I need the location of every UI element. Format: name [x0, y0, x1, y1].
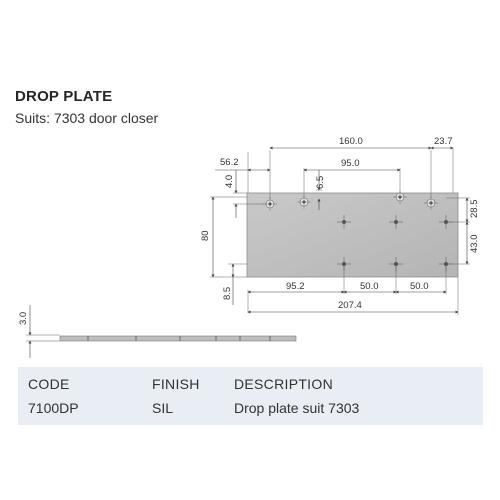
dim-overall-length: 207.4	[338, 300, 362, 311]
dim-bottom-left: 95.2	[286, 281, 305, 292]
cell-description: Drop plate suit 7303	[234, 400, 360, 416]
hole	[337, 215, 351, 229]
hole	[337, 257, 351, 271]
dim-bottom-right: 50.0	[410, 281, 429, 292]
hole	[389, 215, 403, 229]
dim-thickness: 3.0	[18, 312, 29, 325]
header-code: CODE	[28, 376, 70, 392]
cell-code: 7100DP	[28, 400, 79, 416]
hole	[439, 215, 453, 229]
hole	[389, 257, 403, 271]
product-subtitle: Suits: 7303 door closer	[15, 110, 159, 126]
side-view	[59, 335, 297, 342]
dimension-lines	[28, 146, 469, 358]
dim-top-right: 23.7	[434, 136, 453, 147]
header-description: DESCRIPTION	[234, 376, 333, 392]
hole	[263, 197, 277, 211]
dim-right-bottom: 43.0	[469, 235, 480, 254]
hole	[439, 257, 453, 271]
dim-left-top: 4.0	[224, 175, 235, 188]
hole	[393, 190, 407, 204]
mounting-holes	[337, 215, 453, 271]
dim-small-offset: 6.5	[315, 176, 326, 189]
countersunk-holes	[263, 190, 438, 211]
hole	[297, 195, 311, 209]
dim-left-bottom: 8.5	[222, 287, 233, 300]
product-spec-table: CODE FINISH DESCRIPTION 7100DP SIL Drop …	[18, 367, 483, 425]
dim-top-mid: 95.0	[341, 158, 360, 169]
product-title: DROP PLATE	[15, 88, 113, 105]
dim-top-span: 160.0	[339, 136, 363, 147]
drop-plate	[246, 192, 459, 278]
dim-height: 80	[200, 230, 211, 241]
side-view-plate	[59, 335, 297, 342]
dim-right-top: 28.5	[469, 200, 480, 219]
hole	[424, 196, 438, 210]
dim-bottom-mid: 50.0	[360, 281, 379, 292]
header-finish: FINISH	[152, 376, 200, 392]
cell-finish: SIL	[152, 400, 174, 416]
dim-top-left-offset: 56.2	[220, 157, 239, 168]
